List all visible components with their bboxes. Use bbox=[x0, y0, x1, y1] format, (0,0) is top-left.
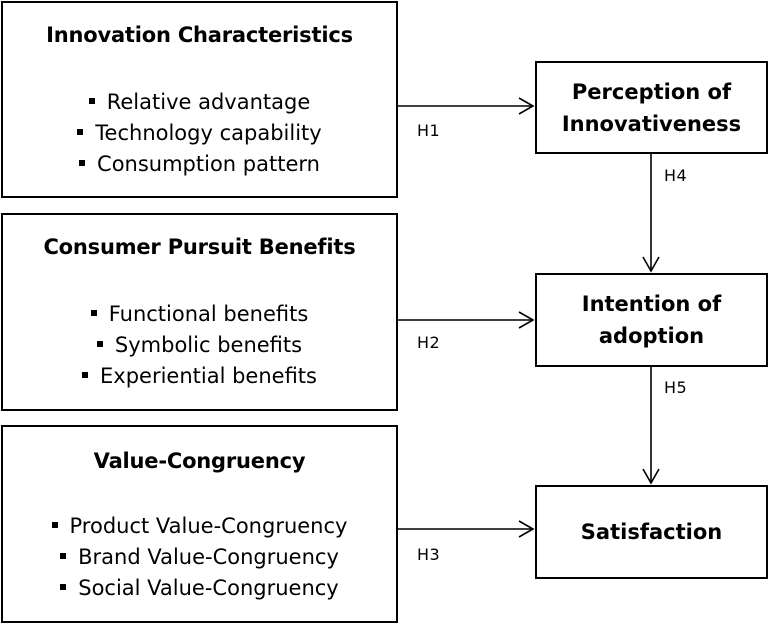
consumer-pursuit-benefits-box: Consumer Pursuit Benefits Functional ben… bbox=[1, 213, 398, 411]
value-congruency-box: Value-Congruency Product Value-Congruenc… bbox=[1, 425, 398, 623]
intention-label-line2: adoption bbox=[598, 324, 705, 348]
perception-label-line1: Perception of bbox=[571, 79, 732, 104]
list-item: Experiential benefits bbox=[3, 361, 396, 392]
satisfaction-box: Satisfaction bbox=[535, 485, 768, 579]
list-item: Social Value-Congruency bbox=[3, 573, 396, 604]
consumer-pursuit-benefits-title: Consumer Pursuit Benefits bbox=[43, 235, 356, 259]
list-item: Symbolic benefits bbox=[3, 330, 396, 361]
list-item: Relative advantage bbox=[3, 87, 396, 118]
intention-of-adoption-box: Intention of adoption bbox=[535, 273, 768, 367]
bullet-icon bbox=[77, 129, 84, 135]
bullet-icon bbox=[90, 310, 97, 316]
list-item: Product Value-Congruency bbox=[3, 511, 396, 542]
hypothesis-label-h2: H2 bbox=[417, 333, 441, 352]
list-item: Consumption pattern bbox=[3, 149, 396, 180]
list-item: Functional benefits bbox=[3, 299, 396, 330]
value-congruency-list: Product Value-Congruency Brand Value-Con… bbox=[3, 511, 396, 604]
list-item: Brand Value-Congruency bbox=[3, 542, 396, 573]
innovation-characteristics-list: Relative advantage Technology capability… bbox=[3, 87, 396, 180]
hypothesis-label-h4: H4 bbox=[664, 166, 688, 185]
hypothesis-label-h5: H5 bbox=[664, 378, 688, 397]
bullet-icon bbox=[51, 522, 58, 528]
value-congruency-title: Value-Congruency bbox=[93, 449, 306, 473]
satisfaction-label: Satisfaction bbox=[580, 520, 723, 544]
list-item: Technology capability bbox=[3, 118, 396, 149]
perception-of-innovativeness-box: Perception of Innovativeness bbox=[535, 61, 768, 154]
intention-label-line1: Intention of bbox=[581, 292, 722, 316]
consumer-pursuit-benefits-list: Functional benefits Symbolic benefits Ex… bbox=[3, 299, 396, 392]
perception-label-line2: Innovativeness bbox=[561, 111, 742, 136]
bullet-icon bbox=[88, 98, 95, 104]
bullet-icon bbox=[82, 372, 88, 378]
innovation-characteristics-title: Innovation Characteristics bbox=[46, 23, 353, 47]
innovation-characteristics-box: Innovation Characteristics Relative adva… bbox=[1, 1, 398, 198]
bullet-icon bbox=[60, 553, 67, 559]
bullet-icon bbox=[79, 160, 86, 166]
bullet-icon bbox=[96, 341, 103, 347]
hypothesis-label-h3: H3 bbox=[417, 545, 441, 564]
hypothesis-label-h1: H1 bbox=[417, 121, 441, 140]
bullet-icon bbox=[60, 584, 67, 590]
